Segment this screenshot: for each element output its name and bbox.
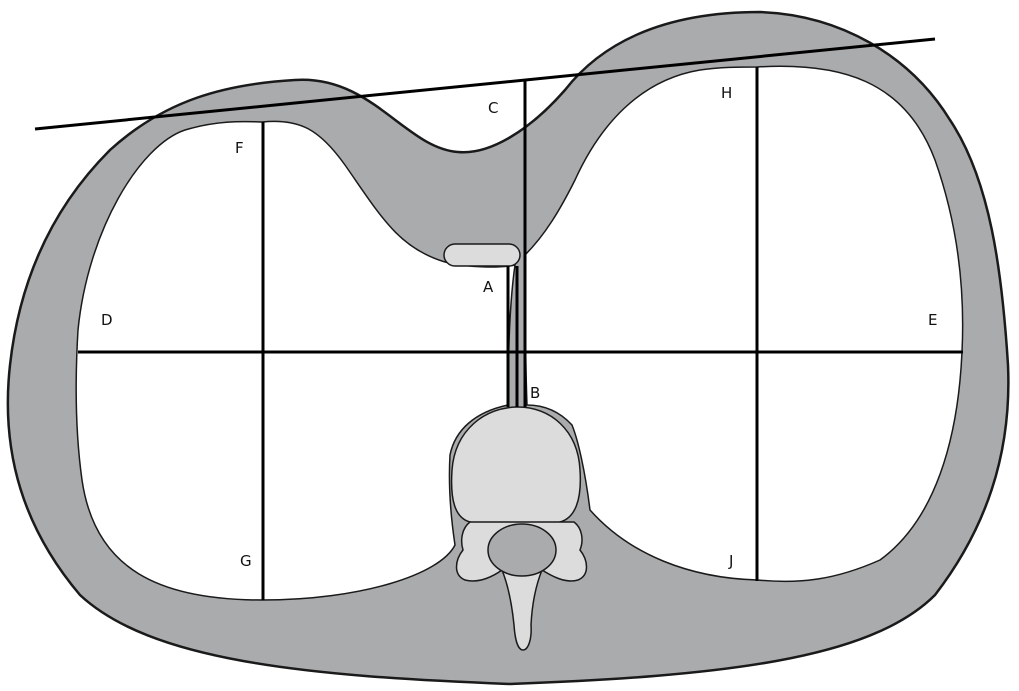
label-h: H xyxy=(721,84,732,102)
label-c: C xyxy=(488,99,498,117)
label-a: A xyxy=(483,278,494,296)
sternum xyxy=(444,244,520,266)
label-f: F xyxy=(235,139,244,157)
spinal-canal xyxy=(488,524,556,576)
label-j: J xyxy=(728,552,733,570)
label-d: D xyxy=(101,311,113,329)
label-g: G xyxy=(240,552,252,570)
label-b: B xyxy=(530,384,540,402)
label-e: E xyxy=(928,311,937,329)
